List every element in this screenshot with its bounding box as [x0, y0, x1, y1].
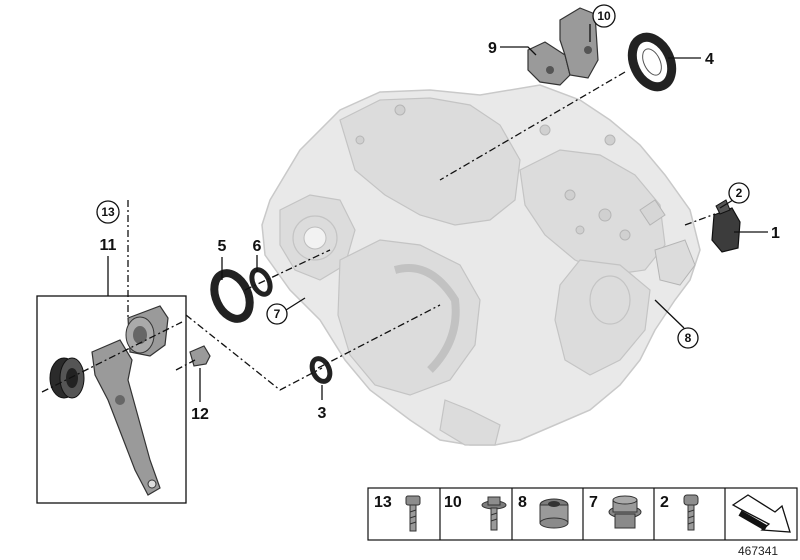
callout-8: 8: [685, 331, 692, 345]
callout-labels: 1 2 3 4 5 6 7 8 9 10 11 12 13: [96, 4, 780, 423]
callout-10: 10: [597, 9, 611, 23]
legend-bolt-13-icon: [405, 495, 421, 532]
part-1-sensor: [711, 199, 741, 253]
callout-5: 5: [218, 238, 227, 255]
callout-13: 13: [101, 205, 115, 219]
legend-bolt-10-icon: [481, 496, 507, 531]
callout-9: 9: [488, 40, 497, 57]
legend-label-13: 13: [374, 494, 392, 511]
part-5-radial-seal: [210, 269, 254, 323]
parts-legend: 13 10 8 7: [367, 487, 798, 541]
callout-12: 12: [191, 406, 209, 423]
callout-13-circle: 13: [96, 200, 120, 224]
callout-7: 7: [274, 307, 281, 321]
callout-10-circle: 10: [592, 4, 616, 28]
assembly-lines: [41, 71, 716, 393]
callout-4: 4: [705, 51, 714, 68]
callout-11: 11: [100, 237, 117, 254]
callout-6: 6: [253, 238, 262, 255]
transmission-housing: [261, 84, 701, 446]
legend-direction-arrow-icon: [731, 494, 791, 533]
legend-label-7: 7: [589, 494, 598, 511]
legend-label-10: 10: [444, 494, 462, 511]
legend-plug-7-icon: [608, 495, 642, 529]
legend-label-2: 2: [660, 494, 669, 511]
part-12-pin: [189, 345, 211, 367]
legend-bolt-2-icon: [683, 494, 699, 531]
callout-2: 2: [736, 186, 743, 200]
callout-1: 1: [771, 225, 780, 242]
leader-lines: [107, 24, 768, 402]
part-9-bracket: [527, 7, 599, 86]
reference-number: 467341: [738, 544, 778, 558]
legend-label-8: 8: [518, 494, 527, 511]
callout-8-circle: 8: [677, 327, 699, 349]
part-4-shaft-seal: [627, 32, 677, 92]
part-3-seal-ring: [309, 356, 333, 384]
callout-3: 3: [318, 405, 327, 422]
legend-plug-8-icon: [539, 498, 569, 529]
clutch-release-assembly-box: [36, 295, 187, 504]
callout-2-circle: 2: [728, 182, 750, 204]
callout-7-circle: 7: [266, 303, 288, 325]
